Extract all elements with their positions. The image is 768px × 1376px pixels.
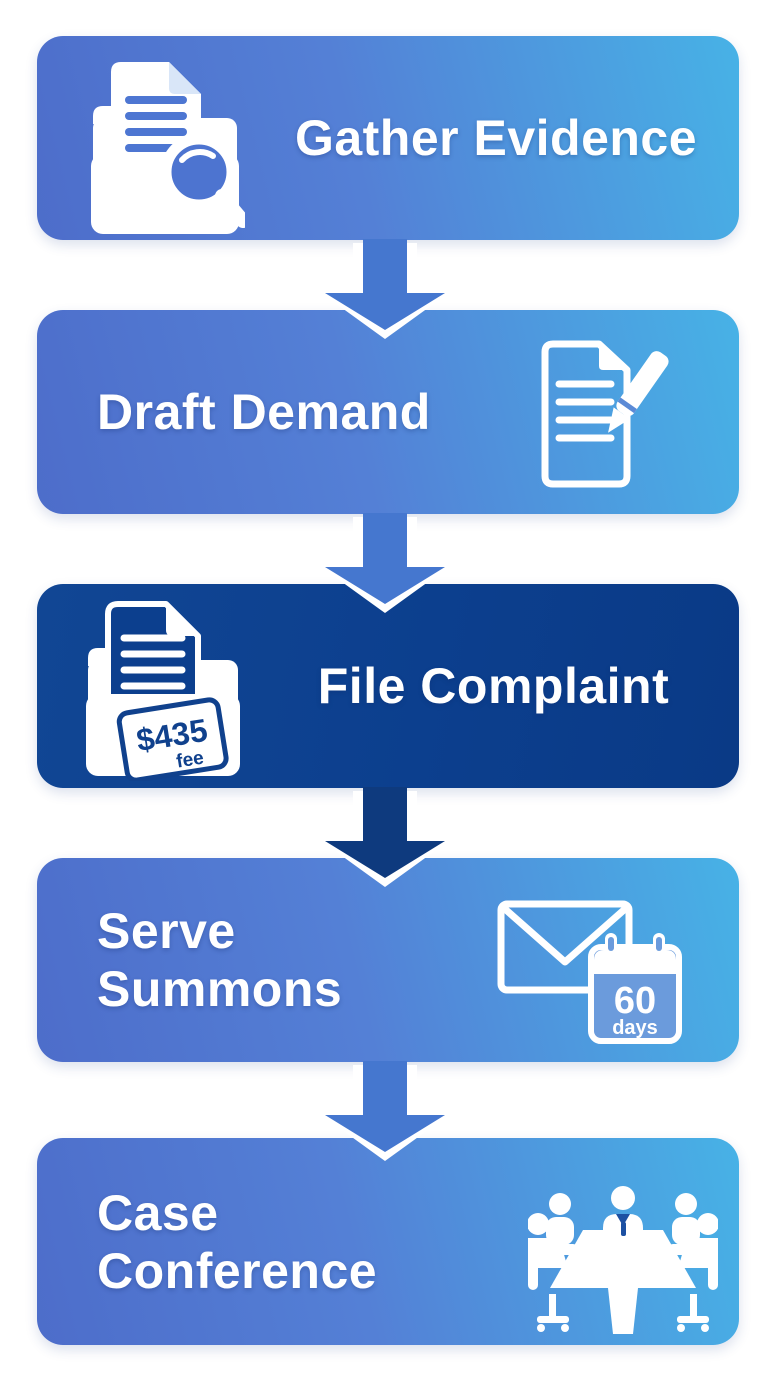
step-gather-evidence: Gather Evidence [37, 36, 739, 240]
step-label-text: Conference [97, 1242, 378, 1299]
step-label-text: Case [97, 1184, 219, 1241]
calendar-number: 60 [614, 980, 656, 1022]
step-label-text: Serve [97, 903, 236, 959]
down-arrow-icon [313, 513, 457, 613]
down-arrow-icon [313, 787, 457, 887]
step-draft-demand: Draft Demand [37, 310, 739, 514]
folder-fee-stamp-icon: $435 fee [86, 601, 240, 781]
step-label: File Complaint [272, 584, 715, 788]
step-label: Gather Evidence [277, 36, 715, 240]
step-label-text: Draft Demand [97, 384, 431, 440]
step-label-text: Gather Evidence [294, 110, 698, 166]
down-arrow-icon [313, 239, 457, 339]
tie-detail [616, 1214, 630, 1236]
document-pen-icon [541, 340, 669, 488]
down-arrow-icon [313, 1061, 457, 1161]
step-label: Draft Demand [97, 310, 431, 514]
step-serve-summons: Serve Summons 60 days [37, 858, 739, 1062]
step-label-text: File Complaint [317, 658, 670, 714]
fee-stamp: $435 fee [116, 697, 229, 781]
step-label-text: Summons [97, 961, 343, 1017]
pen-icon [608, 351, 669, 433]
fee-label: fee [175, 748, 205, 773]
step-case-conference: Case Conference [37, 1138, 739, 1345]
magnifier-glass [160, 133, 245, 228]
calendar-icon: 60 days [588, 933, 682, 1044]
calendar-unit: days [612, 1017, 658, 1039]
step-label: Serve Summons [97, 858, 342, 1062]
meeting-table-icon [528, 1186, 718, 1334]
envelope-calendar-icon: 60 days [497, 900, 682, 1044]
step-label: Case Conference [97, 1138, 377, 1345]
folder-document-magnifier-icon [91, 62, 245, 234]
step-file-complaint: $435 fee File Complaint [37, 584, 739, 788]
